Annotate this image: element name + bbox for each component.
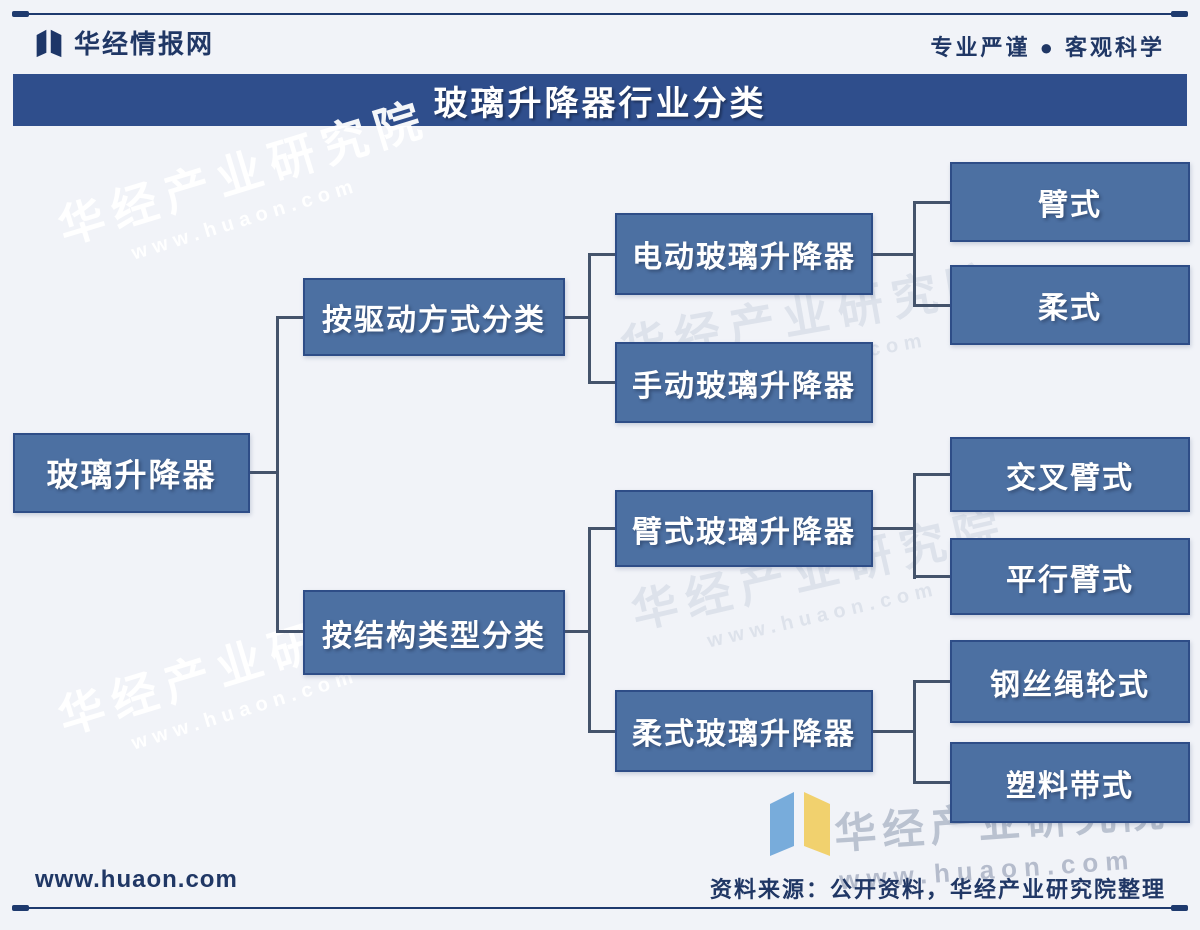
header: 华经情报网 专业严谨 ● 客观科学 xyxy=(0,22,1200,68)
top-border-right-cap xyxy=(1171,11,1188,17)
connector xyxy=(913,575,950,578)
connector xyxy=(913,473,916,579)
connector xyxy=(913,201,916,307)
connector xyxy=(565,630,591,633)
connector xyxy=(250,471,278,474)
connector xyxy=(873,730,916,733)
node-manual-regulator: 手动玻璃升降器 xyxy=(615,342,873,423)
connector xyxy=(913,680,916,784)
node-by-structure-type: 按结构类型分类 xyxy=(303,590,565,675)
open-book-logo-icon xyxy=(36,29,62,57)
leaf-cross-arm: 交叉臂式 xyxy=(950,437,1190,512)
header-slogan: 专业严谨 ● 客观科学 xyxy=(930,35,1165,60)
footer-website: www.huaon.com xyxy=(35,866,238,893)
connector xyxy=(565,316,591,319)
leaf-parallel-arm: 平行臂式 xyxy=(950,538,1190,615)
page-title: 玻璃升降器行业分类 xyxy=(13,74,1187,126)
leaf-flexible-type: 柔式 xyxy=(950,265,1190,345)
connector xyxy=(276,316,279,633)
connector xyxy=(588,527,591,733)
leaf-plastic-belt: 塑料带式 xyxy=(950,742,1190,823)
connector xyxy=(873,527,916,530)
connector xyxy=(276,316,303,319)
brand-name: 华经情报网 xyxy=(74,29,215,59)
node-flexible-type-regulator: 柔式玻璃升降器 xyxy=(615,690,873,772)
connector xyxy=(588,253,615,256)
connector xyxy=(913,680,950,683)
top-border-line xyxy=(12,11,1188,17)
connector xyxy=(913,304,950,307)
leaf-arm-type: 臂式 xyxy=(950,162,1190,242)
connector xyxy=(588,730,615,733)
connector xyxy=(276,630,303,633)
connector xyxy=(913,201,950,204)
connector xyxy=(588,253,591,384)
bottom-border-left-cap xyxy=(12,905,29,911)
node-root-window-regulator: 玻璃升降器 xyxy=(13,433,250,513)
connector xyxy=(913,473,950,476)
bottom-border-line xyxy=(12,905,1188,911)
brand: 华经情报网 xyxy=(34,24,214,61)
bottom-border-right-cap xyxy=(1171,905,1188,911)
footer-data-source: 资料来源：公开资料，华经产业研究院整理 xyxy=(709,877,1166,902)
connector xyxy=(913,781,950,784)
leaf-wire-rope-pulley: 钢丝绳轮式 xyxy=(950,640,1190,723)
node-electric-regulator: 电动玻璃升降器 xyxy=(615,213,873,295)
node-arm-type-regulator: 臂式玻璃升降器 xyxy=(615,490,873,567)
watermark-open-book-logo-icon xyxy=(770,792,830,856)
connector xyxy=(873,253,916,256)
top-border-left-cap xyxy=(12,11,29,17)
connector xyxy=(588,381,615,384)
node-by-drive-method: 按驱动方式分类 xyxy=(303,278,565,356)
connector xyxy=(588,527,615,530)
